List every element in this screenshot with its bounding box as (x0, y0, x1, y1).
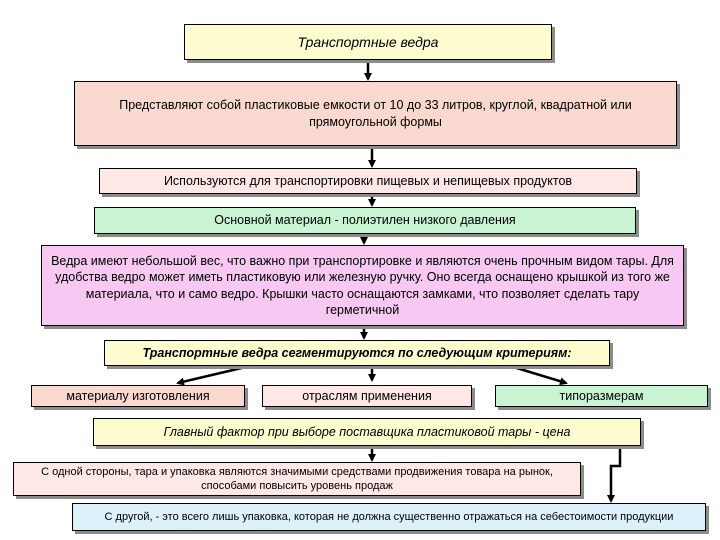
arrow-to-criterion-3 (509, 364, 568, 386)
usage-text: Используются для транспортировки пищевых… (163, 173, 573, 188)
other-hand-text: С другой, - это всего лишь упаковка, кот… (104, 510, 674, 523)
other-hand-box: С другой, - это всего лишь упаковка, кот… (72, 503, 706, 531)
criterion-material-box: материалу изготовления (31, 385, 245, 407)
criterion-material-text: материалу изготовления (66, 388, 210, 403)
segmentation-header-box: Транспортные ведра сегментируются по сле… (104, 340, 610, 366)
connector-main-factor-to-other-hand (607, 432, 622, 503)
criterion-size-box: типоразмерам (495, 385, 708, 407)
material-text: Основной материал - полиэтилен низкого д… (214, 213, 516, 228)
description-box: Ведра имеют небольшой вес, что важно при… (41, 245, 684, 326)
title-text: Транспортные ведра (297, 33, 439, 50)
usage-box: Используются для транспортировки пищевых… (99, 168, 637, 194)
criterion-size-text: типоразмерам (559, 388, 644, 403)
one-hand-box: С одной стороны, тара и упаковка являютс… (13, 462, 581, 496)
main-factor-text: Главный фактор при выборе поставщика пла… (163, 424, 571, 439)
definition-box: Представляют собой пластиковые емкости о… (74, 81, 677, 146)
segmentation-header-text: Транспортные ведра сегментируются по сле… (142, 345, 572, 360)
criterion-industry-text: отраслям применения (302, 388, 432, 403)
main-factor-box: Главный фактор при выборе поставщика пла… (93, 418, 641, 446)
one-hand-text: С одной стороны, тара и упаковка являютс… (41, 465, 553, 492)
description-text: Ведра имеют небольшой вес, что важно при… (51, 253, 674, 318)
definition-text: Представляют собой пластиковые емкости о… (119, 98, 632, 129)
criterion-industry-box: отраслям применения (262, 385, 472, 407)
title-box: Транспортные ведра (184, 24, 552, 60)
material-box: Основной материал - полиэтилен низкого д… (94, 207, 636, 234)
arrow-to-criterion-1 (176, 364, 251, 386)
